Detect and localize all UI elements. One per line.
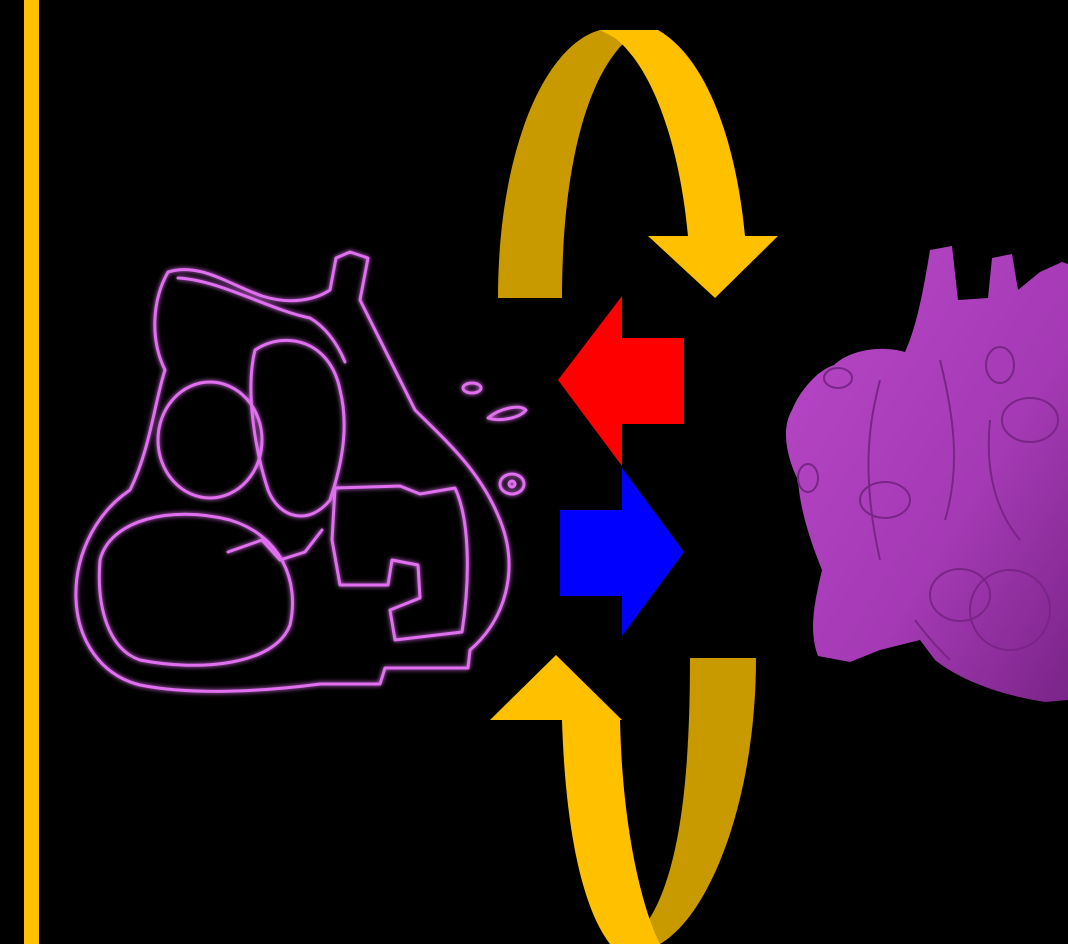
- heart-outline-image: [76, 252, 526, 691]
- bottom-loop-front-band: [562, 720, 660, 944]
- heart-outline-right-chamber: [332, 486, 467, 640]
- heart-outline-fragment-3-core: [509, 481, 515, 487]
- heart-outline-fragment-2: [488, 407, 526, 419]
- heart-outline-upper-chamber: [158, 382, 262, 498]
- bottom-loop-arrow: [490, 655, 756, 944]
- heart-outline-fragment-3: [500, 474, 524, 494]
- arrow-right-icon: [560, 468, 684, 636]
- top-loop-front-band: [600, 30, 745, 236]
- heart-outline-vessel: [178, 278, 345, 362]
- heart-outline-contour: [76, 252, 509, 691]
- arrow-left-icon: [558, 296, 684, 466]
- heart-outline-lower-left-chamber: [99, 514, 292, 665]
- bottom-loop-back-band: [628, 658, 756, 944]
- heart-3d-image: [786, 246, 1068, 702]
- bottom-loop-arrowhead: [490, 655, 622, 720]
- top-loop-arrow: [498, 30, 778, 298]
- heart-outline-central-chamber: [251, 340, 344, 516]
- heart-outline-septum: [228, 530, 322, 560]
- top-loop-back-band: [498, 30, 640, 298]
- top-loop-arrowhead: [648, 236, 778, 298]
- heart-outline-fragment-1: [463, 383, 481, 393]
